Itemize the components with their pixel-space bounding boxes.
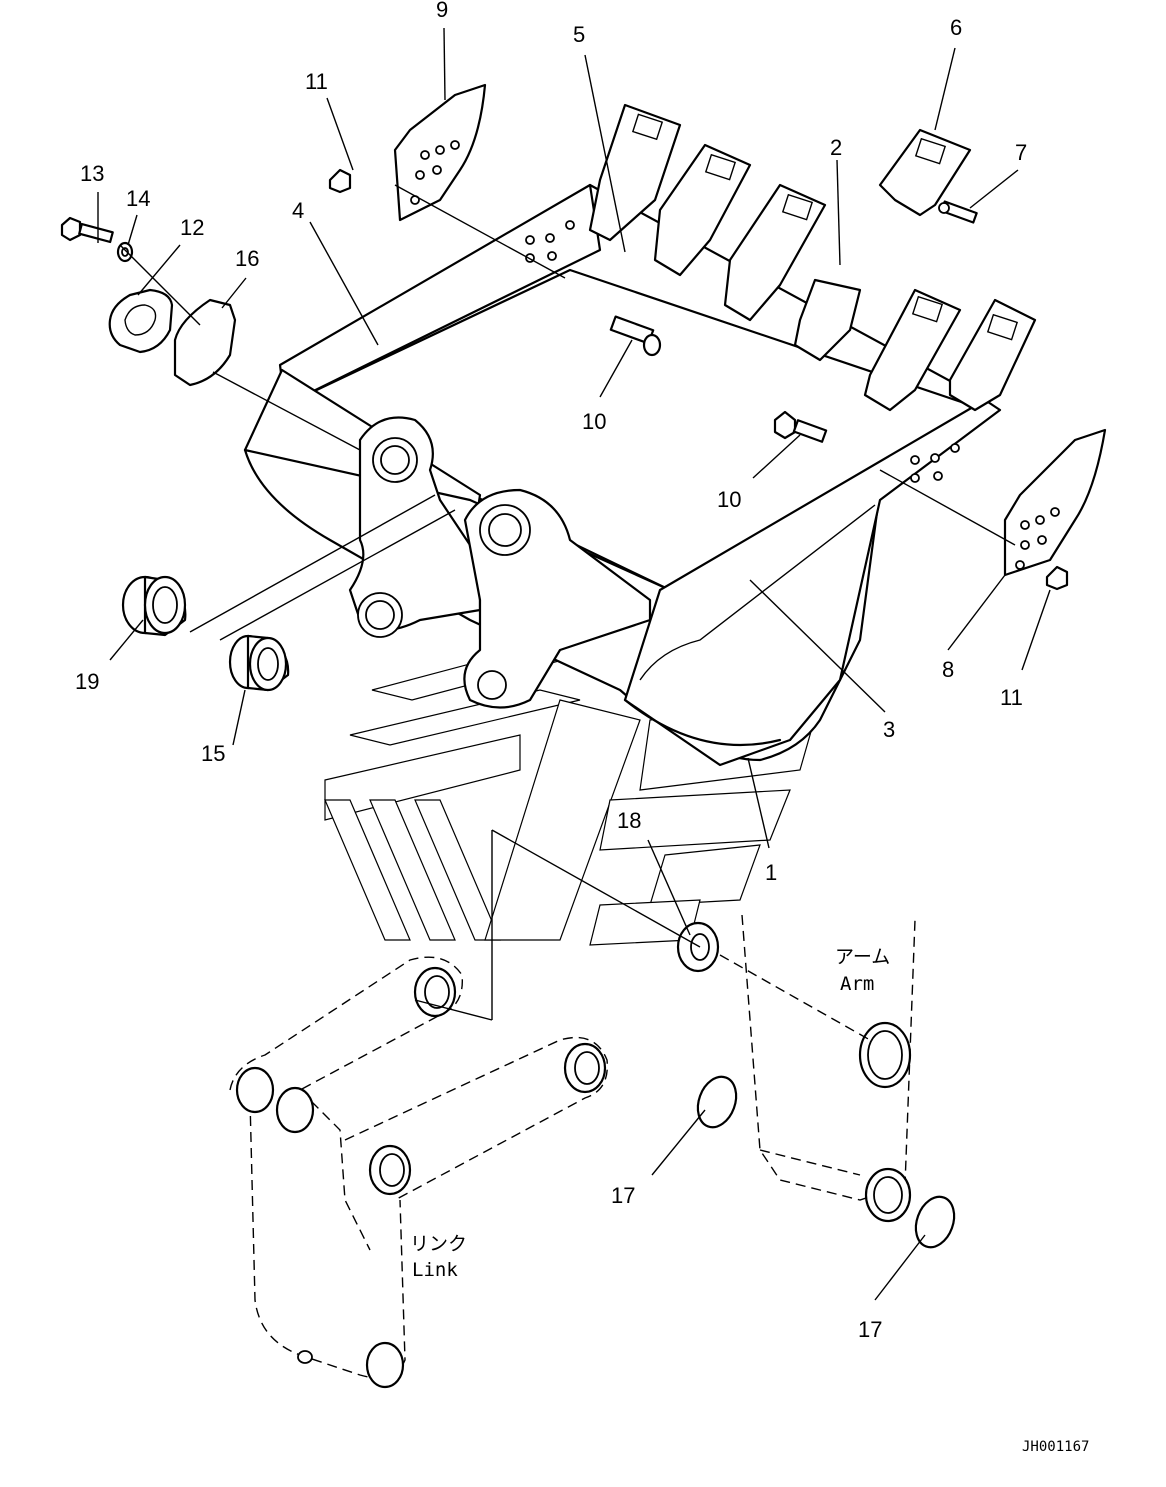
link-label-en: Link (412, 1259, 458, 1281)
callout-17a: 17 (611, 1183, 635, 1208)
tooth-pin (938, 200, 978, 224)
callout-2: 2 (830, 135, 842, 160)
bolt-10-upper (609, 315, 662, 357)
tooth-6 (948, 298, 1037, 412)
bushing-15 (228, 634, 290, 692)
watermark-logo (324, 639, 821, 946)
bolt-13 (60, 216, 114, 244)
arm-label-jp: アーム (835, 946, 890, 968)
callout-labels: 1 2 3 4 5 6 7 8 9 10 10 11 11 12 13 14 1… (75, 0, 1027, 1342)
cap-17-right (914, 1195, 956, 1249)
callout-4: 4 (292, 198, 304, 223)
callout-12: 12 (180, 215, 204, 240)
link-label-jp: リンク (410, 1233, 467, 1255)
callout-3: 3 (883, 717, 895, 742)
callout-17b: 17 (858, 1317, 882, 1342)
callout-16: 16 (235, 246, 259, 271)
callout-13: 13 (80, 161, 104, 186)
callout-6: 6 (950, 15, 962, 40)
tooth-5 (863, 288, 962, 412)
side-cutter-left (393, 83, 487, 222)
shim-plate-12 (108, 288, 174, 354)
callout-5: 5 (573, 22, 585, 47)
bolt-10-lower (773, 410, 828, 443)
callout-11b: 11 (1000, 685, 1023, 710)
callout-15: 15 (201, 741, 225, 766)
bucket-body (243, 183, 1002, 767)
link-outline (229, 956, 609, 1389)
bucket-teeth (588, 103, 1037, 412)
shim-ring-18 (676, 921, 720, 973)
alignment-lines (119, 184, 1016, 1041)
callout-8: 8 (942, 657, 954, 682)
callout-10a: 10 (582, 409, 606, 434)
nut-left (328, 168, 352, 194)
tooth-4 (793, 278, 862, 362)
callout-10b: 10 (717, 487, 741, 512)
callout-1: 1 (765, 860, 777, 885)
arm-label-en: Arm (840, 973, 874, 995)
shim-16 (173, 298, 237, 387)
callout-19: 19 (75, 669, 99, 694)
callout-18: 18 (617, 808, 641, 833)
arm-outline (741, 914, 916, 1223)
callout-11a: 11 (305, 69, 328, 94)
tooth-point-exploded (878, 128, 972, 217)
washer-14 (116, 241, 134, 263)
side-cutter-right (1003, 428, 1107, 577)
component-labels: アーム Arm リンク Link JH001167 (410, 946, 1089, 1455)
callout-7: 7 (1015, 140, 1027, 165)
leader-lines (97, 27, 1051, 1301)
cap-17-left (696, 1075, 738, 1129)
drawing-code: JH001167 (1022, 1439, 1089, 1455)
tooth-3 (723, 183, 827, 322)
nut-right (1045, 565, 1069, 591)
callout-9: 9 (436, 0, 448, 22)
bushing-19 (121, 575, 187, 637)
callout-14: 14 (126, 186, 150, 211)
tooth-2 (653, 143, 752, 277)
